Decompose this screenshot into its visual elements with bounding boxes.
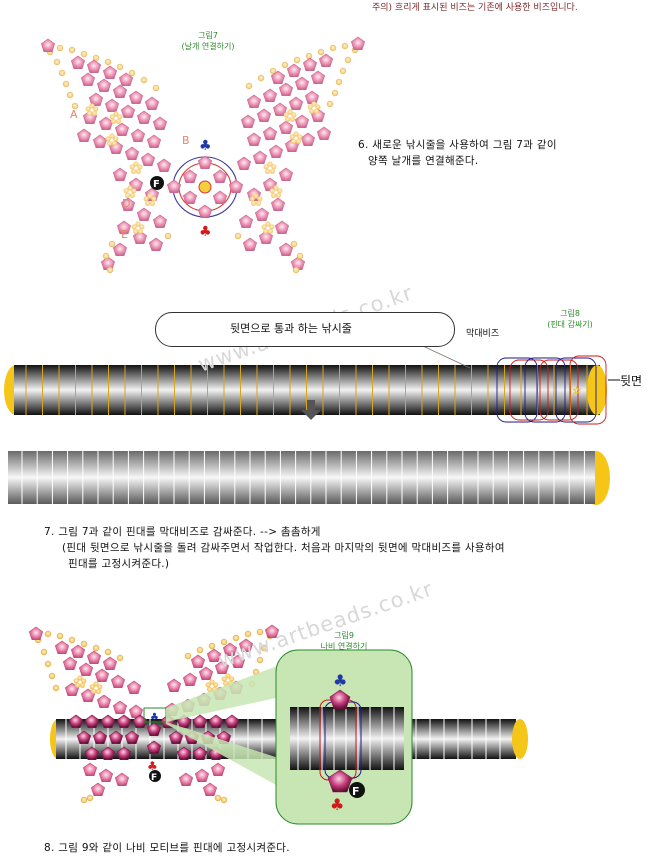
figure8-number: 그림8 [560,309,580,318]
club-icon-f9-bottom: ♣ [147,759,158,773]
stick-bead-label: 막대비즈 [466,329,500,339]
arrow-down-icon [301,400,321,420]
tube-top-segments [25,365,588,415]
f-marker-letter-figure7: F [153,179,160,190]
wing-label-a: A [70,108,78,121]
figure9-number: 그림9 [334,631,354,640]
note-top: 주의) 흐리게 표시된 비즈는 기존에 사용한 비즈입니다. [372,3,578,13]
step7-line2: (핀대 뒷면으로 낚시줄을 돌려 감싸주면서 작업한다. 처음과 마지막의 뒷면… [62,542,505,554]
f-marker-f9 [149,770,161,782]
step6-line1: 6. 새로운 낚시줄을 사용하여 그림 7과 같이 [358,139,557,151]
left-wing-gold-outline [46,44,160,110]
tube-middle-segments [21,451,585,504]
figure8-caption: 그림8 (핀대 감싸기) [535,308,605,330]
tube-middle [8,451,610,505]
wing-letters: A B C D E [70,108,190,241]
right-wing-gold-outline [245,42,359,108]
step7-text: 7. 그림 7과 같이 핀대를 막대비즈로 감싸준다. --> 촘촘하게 (핀대… [44,524,505,572]
figure9-title: 나비 연결하기 [320,642,368,651]
wing-label-d: D [122,197,130,210]
step6-text: 6. 새로운 낚시줄을 사용하여 그림 7과 같이 양쪽 날개를 연결해준다. [358,137,557,169]
zoom-panel: ♣ ♣ F [166,649,413,825]
f-marker-zoom [349,782,365,798]
butterfly-figure7 [40,36,366,274]
wing-label-e: E [121,228,128,241]
step8-text: 8. 그림 9와 같이 나비 모티브를 핀대에 고정시켜준다. [44,842,290,854]
f-marker-f9-letter: F [151,773,157,783]
star-icon: ☆ [572,384,582,397]
figure7-number: 그림7 [198,31,218,40]
tube-top-thread-loops [496,355,607,425]
club-icon-zoom-bottom: ♣ [330,795,344,814]
f9-left-wing [28,626,143,804]
step6-line2: 양쪽 날개를 연결해준다. [368,155,479,167]
club-icon-top: ♣ [199,138,212,154]
club-icon-zoom-top: ♣ [333,671,347,690]
club-icon-f9-top: ♣ [150,712,159,723]
club-icon-bottom: ♣ [199,224,212,240]
figure7-caption: 그림7 (날개 연결하기) [168,30,248,52]
step7-line1: 7. 그림 7과 같이 핀대를 막대비즈로 감싸준다. --> 촘촘하게 [44,526,321,538]
butterfly-figure9: ♣ ♣ F [28,624,280,804]
butterfly-body-figure7 [167,155,243,218]
tube-top [4,365,607,415]
figure9-caption: 그림9 나비 연결하기 [304,630,384,652]
legend-text: 뒷면으로 통과 하는 낚시줄 [230,322,352,335]
step7-line3: 핀대를 고정시켜준다.) [68,558,170,570]
figure8-title: (핀대 감싸기) [547,320,593,329]
figure7-title: (날개 연결하기) [181,42,235,51]
f-marker-zoom-letter: F [352,785,360,798]
wing-label-b: B [182,134,190,147]
legend-box [155,312,455,347]
zoom-tube-segments [297,707,395,770]
f-marker-figure7 [150,176,164,190]
back-label: 뒷면 [620,374,643,388]
